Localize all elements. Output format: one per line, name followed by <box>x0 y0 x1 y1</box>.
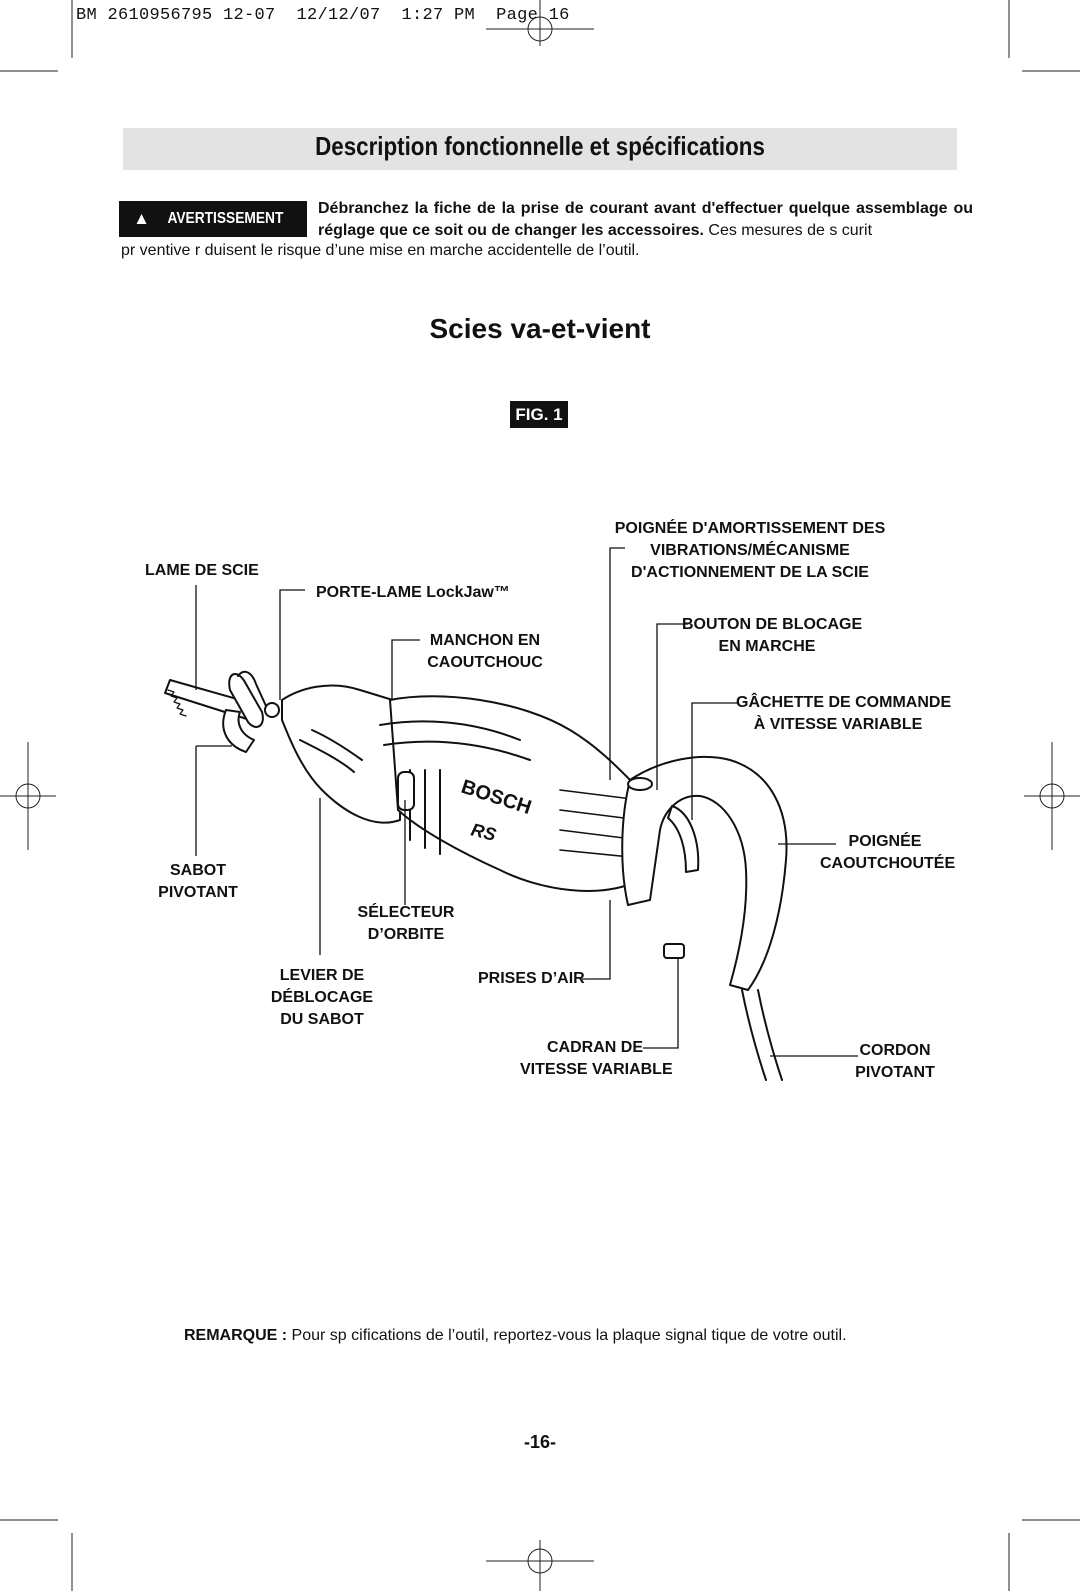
note-text: Pour sp cifications de l’outil, reportez… <box>287 1327 847 1344</box>
warning-badge: ▲ AVERTISSEMENT <box>119 201 307 237</box>
label-speed-dial: CADRAN DE VITESSE VARIABLE <box>520 1039 673 1078</box>
label-rubber-grip: POIGNÉE CAOUTCHOUTÉE <box>820 833 956 872</box>
section-title-bar <box>123 128 957 170</box>
note: REMARQUE : Pour sp cifications de l’outi… <box>184 1327 847 1345</box>
label-rubber-sleeve: MANCHON EN CAOUTCHOUC <box>427 632 543 671</box>
subtitle: Scies va-et-vient <box>429 313 651 344</box>
print-header: BM 2610956795 12-07 12/12/07 1:27 PM Pag… <box>76 6 570 25</box>
warning-continuation: pr ventive r duisent le risque d’une mis… <box>121 242 640 259</box>
label-blade-holder: PORTE-LAME LockJaw™ <box>316 584 510 601</box>
warning-text: Débranchez la fiche de la prise de coura… <box>318 198 973 242</box>
label-air-vents: PRISES D’AIR <box>478 970 585 987</box>
page-number: -16- <box>523 1432 556 1452</box>
label-saw-blade: LAME DE SCIE <box>145 562 259 579</box>
label-trigger: GÂCHETTE DE COMMANDE À VITESSE VARIABLE <box>736 694 952 733</box>
label-vibration-handle: POIGNÉE D'AMORTISSEMENT DES VIBRATIONS/M… <box>614 520 886 581</box>
label-orbit-selector: SÉLECTEUR D’ORBITE <box>357 904 455 943</box>
warning-normal-text: Ces mesures de s curit <box>703 222 873 239</box>
label-shoe-release: LEVIER DE DÉBLOCAGE DU SABOT <box>270 967 374 1028</box>
section-title: Description fonctionnelle et spécificati… <box>315 131 765 161</box>
label-pivot-shoe: SABOT PIVOTANT <box>158 862 238 901</box>
note-label: REMARQUE : <box>184 1327 288 1344</box>
warning-triangle-icon: ▲ <box>133 209 150 228</box>
label-lock-on-button: BOUTON DE BLOCAGE EN MARCHE <box>682 616 863 655</box>
warning-bold-text: Débranchez la fiche de la prise de coura… <box>318 200 973 239</box>
warning-badge-label: AVERTISSEMENT <box>167 210 284 227</box>
figure-label: FIG. 1 <box>510 401 568 428</box>
label-swivel-cord: CORDON PIVOTANT <box>855 1042 935 1081</box>
